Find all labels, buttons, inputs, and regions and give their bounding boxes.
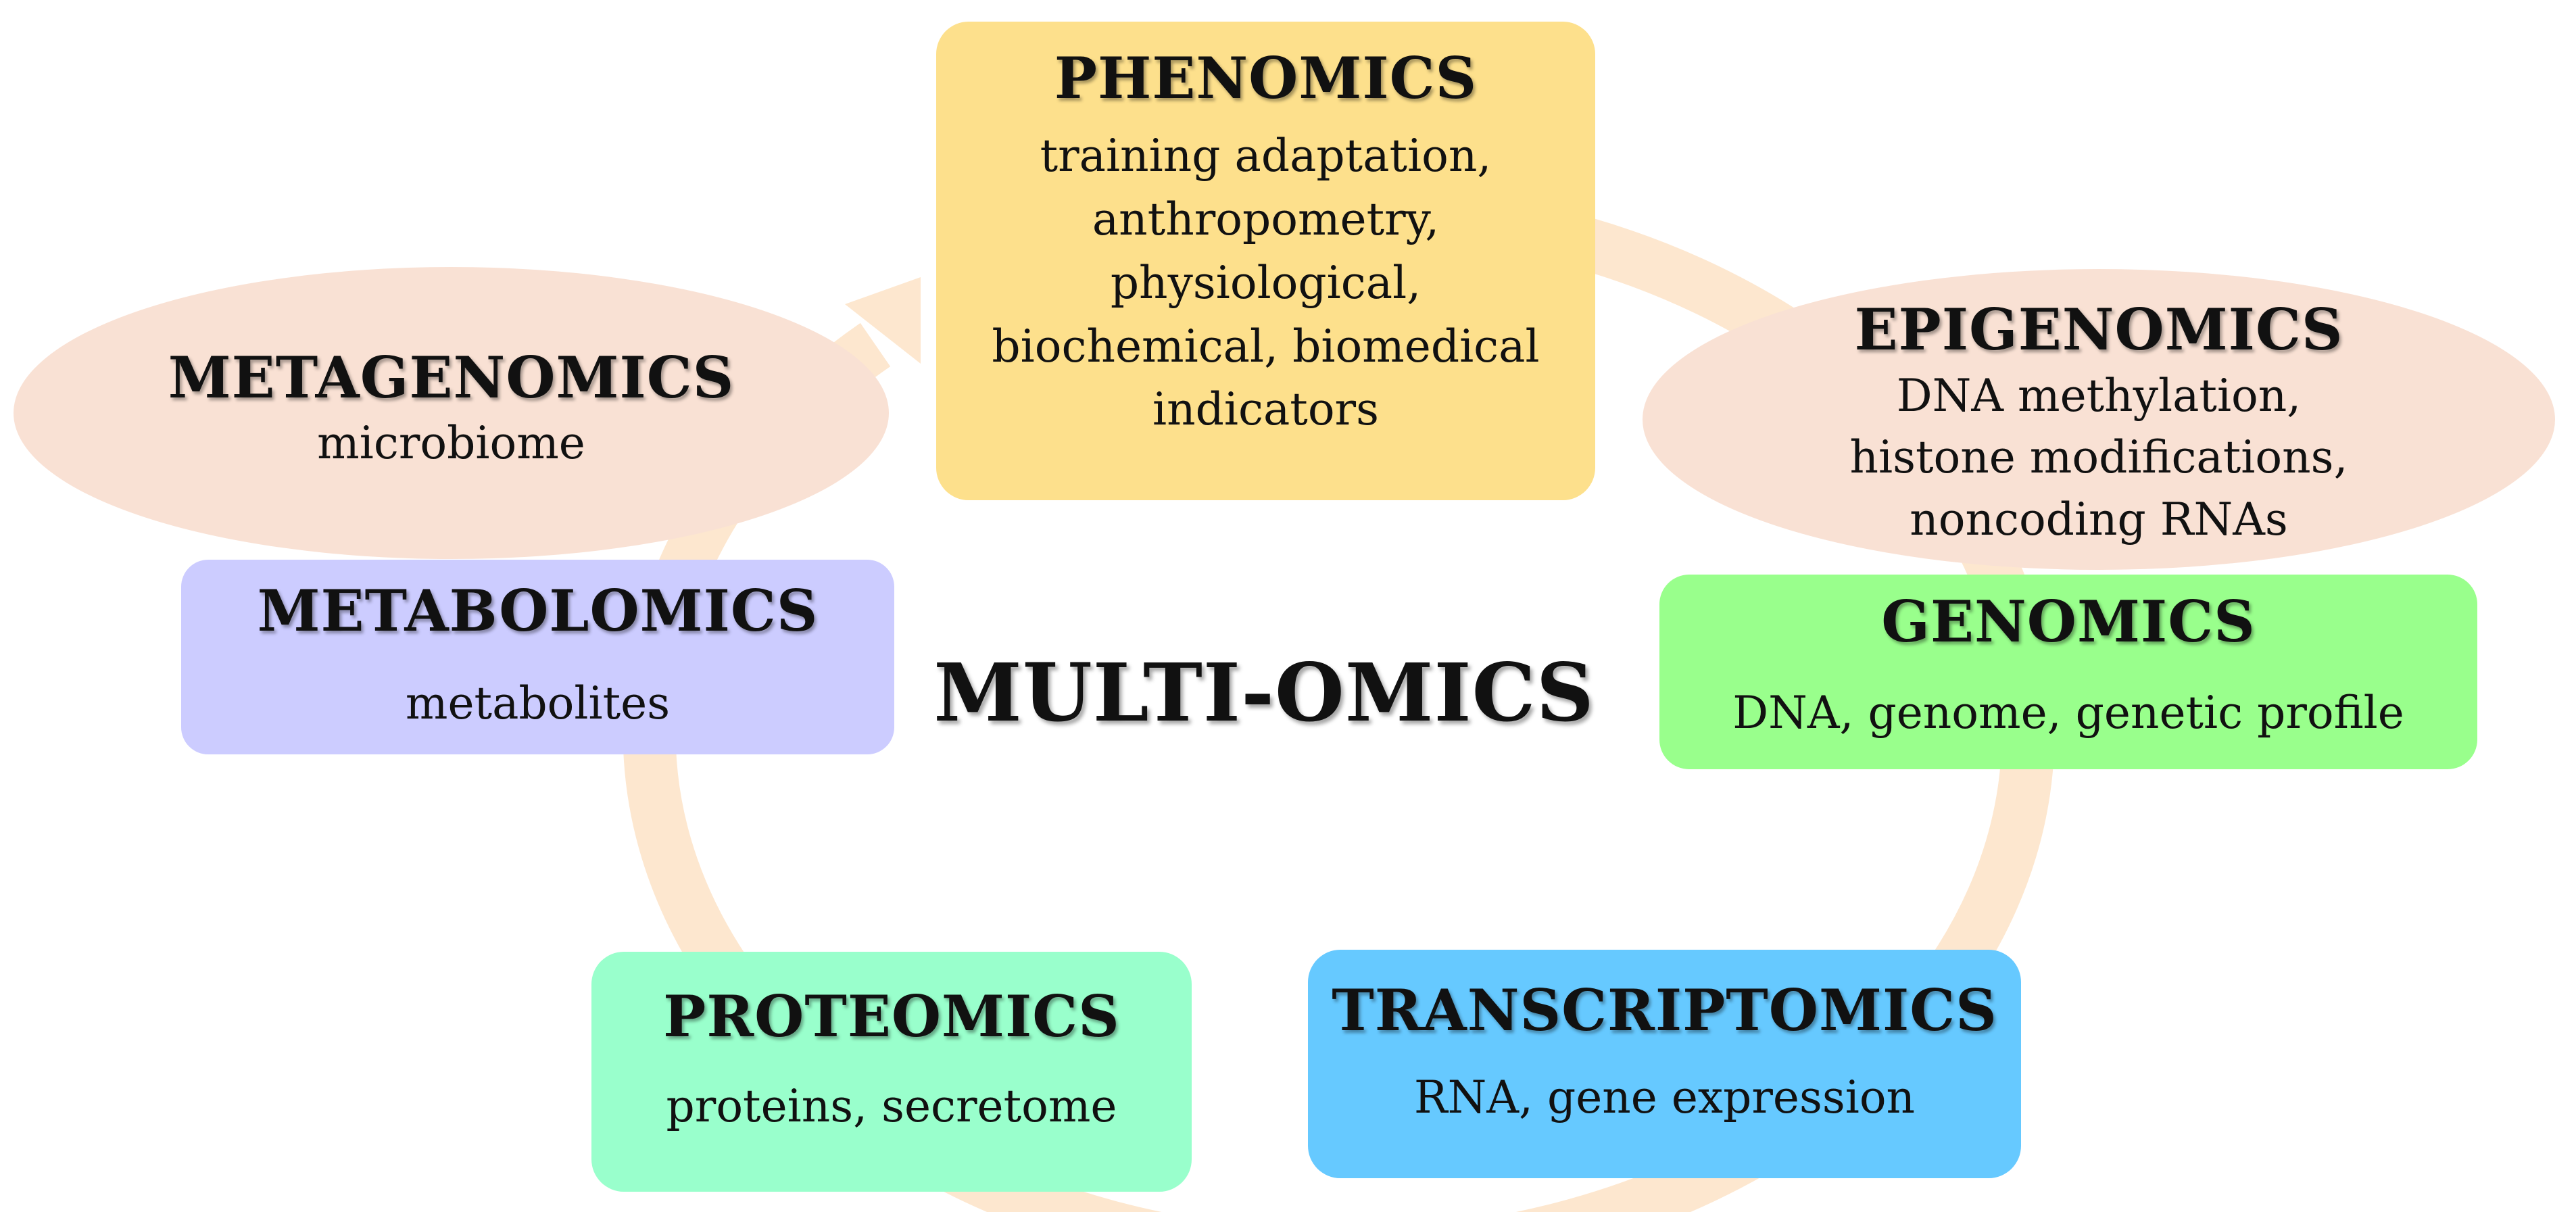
genomics-title: GENOMICS bbox=[1881, 588, 2256, 655]
metagenomics-ellipse: METAGENOMICS microbiome bbox=[14, 267, 889, 559]
proteomics-title: PROTEOMICS bbox=[663, 983, 1120, 1050]
transcriptomics-box: TRANSCRIPTOMICS RNA, gene expression bbox=[1308, 950, 2021, 1178]
phenomics-line: anthropometry, bbox=[1092, 193, 1440, 246]
phenomics-title: PHENOMICS bbox=[1054, 45, 1478, 112]
metabolomics-title: METABOLOMICS bbox=[257, 577, 819, 644]
genomics-line: DNA, genome, genetic profile bbox=[1732, 687, 2404, 740]
transcriptomics-description: RNA, gene expression bbox=[1414, 1066, 1915, 1130]
phenomics-line: indicators bbox=[1152, 383, 1379, 436]
proteomics-box: PROTEOMICS proteins, secretome bbox=[591, 952, 1192, 1192]
cycle-arrow-head bbox=[845, 277, 921, 364]
genomics-description: DNA, genome, genetic profile bbox=[1732, 681, 2404, 745]
metabolomics-line: metabolites bbox=[405, 677, 671, 730]
phenomics-line: physiological, bbox=[1110, 256, 1421, 309]
phenomics-line: training adaptation, bbox=[1040, 130, 1492, 183]
metagenomics-description: microbiome bbox=[317, 412, 585, 475]
epigenomics-line: DNA methylation, bbox=[1896, 370, 2302, 422]
epigenomics-line: histone modifications, bbox=[1849, 431, 2348, 484]
metabolomics-box: METABOLOMICS metabolites bbox=[181, 560, 894, 754]
metagenomics-title: METAGENOMICS bbox=[168, 344, 735, 411]
phenomics-box: PHENOMICS training adaptation, anthropom… bbox=[936, 22, 1595, 500]
transcriptomics-line: RNA, gene expression bbox=[1413, 1071, 1916, 1124]
phenomics-description: training adaptation, anthropometry, phys… bbox=[992, 124, 1539, 441]
metagenomics-line: microbiome bbox=[317, 417, 585, 470]
epigenomics-description: DNA methylation, histone modifications, … bbox=[1849, 365, 2348, 550]
proteomics-line: proteins, secretome bbox=[666, 1080, 1117, 1133]
epigenomics-line: noncoding RNAs bbox=[1910, 493, 2288, 546]
genomics-box: GENOMICS DNA, genome, genetic profile bbox=[1659, 575, 2477, 769]
proteomics-description: proteins, secretome bbox=[666, 1075, 1117, 1138]
epigenomics-ellipse: EPIGENOMICS DNA methylation, histone mod… bbox=[1643, 269, 2555, 570]
epigenomics-title: EPIGENOMICS bbox=[1854, 296, 2343, 363]
metabolomics-description: metabolites bbox=[406, 672, 670, 735]
phenomics-line: biochemical, biomedical bbox=[992, 320, 1540, 372]
center-label: MULTI-OMICS bbox=[933, 646, 1595, 740]
transcriptomics-title: TRANSCRIPTOMICS bbox=[1332, 977, 1997, 1044]
